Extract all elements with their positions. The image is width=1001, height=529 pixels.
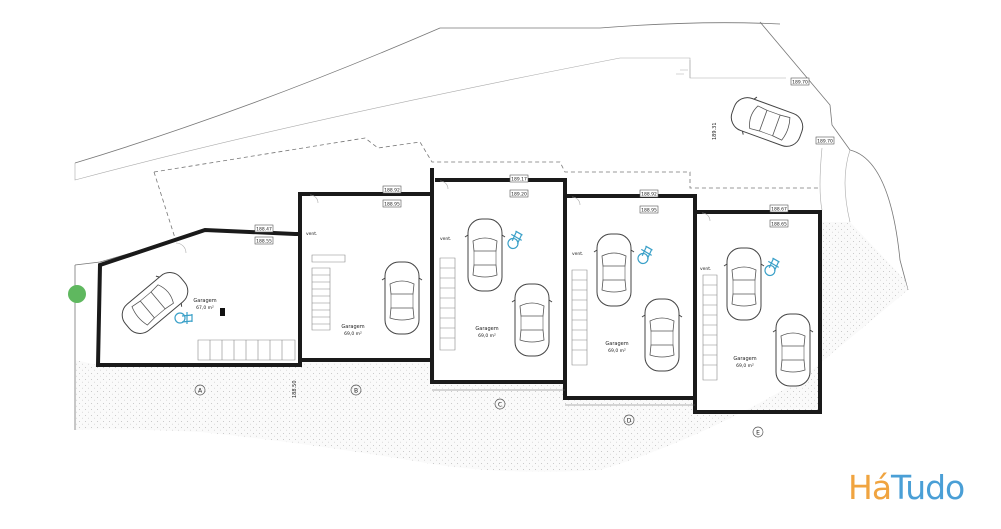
- level-e-bottom: 188.65: [771, 222, 787, 228]
- car-icon: [593, 233, 635, 307]
- room-area-b: 69,0 m²: [344, 331, 362, 337]
- car-icon: [381, 261, 423, 335]
- level-markers: 189.70 189.70 189.31 188.47 188.55 188.9…: [254, 77, 835, 399]
- level-vertical-1: 189.31: [712, 123, 718, 141]
- tree-icon: [68, 285, 86, 303]
- room-labels: Garagem 67,0 m² Garagem 69,0 m² Garagem …: [193, 298, 756, 369]
- dimension-lines: [432, 389, 695, 406]
- terrain-hatch: [75, 222, 908, 472]
- level-b-bottom: 188.95: [384, 202, 400, 208]
- wheelchair-icon: [634, 244, 655, 267]
- wheelchair-icon: [174, 311, 193, 325]
- logo-part-1: Há: [848, 468, 892, 507]
- room-name-a: Garagem: [193, 298, 216, 304]
- level-d-top: 188.92: [641, 192, 657, 198]
- wheelchair-icon: [761, 256, 782, 279]
- vent-label: vent.: [572, 251, 583, 257]
- room-name-b: Garagem: [341, 324, 364, 330]
- level-left-vertical: 188.50: [292, 381, 298, 399]
- unit-label-b: B: [354, 388, 358, 395]
- room-name-c: Garagem: [475, 326, 498, 332]
- vent-label: vent.: [440, 236, 451, 242]
- level-d-bottom: 188.95: [641, 208, 657, 214]
- level-e-top: 188.67: [771, 207, 787, 213]
- unit-label-d: D: [627, 418, 632, 425]
- level-c-bottom: 189.20: [511, 192, 527, 198]
- unit-label-e: E: [756, 430, 760, 437]
- level-a-top: 188.47: [256, 227, 272, 233]
- car-icon: [464, 218, 506, 292]
- room-name-d: Garagem: [605, 341, 628, 347]
- car-icon: [723, 247, 765, 321]
- logo-part-2: Tudo: [891, 468, 965, 507]
- vent-label: vent.: [306, 231, 317, 237]
- stairs: [197, 254, 718, 381]
- level-top-right-2: 189.70: [817, 139, 833, 145]
- level-b-top: 188.92: [384, 188, 400, 194]
- room-area-c: 69,0 m²: [478, 333, 496, 339]
- room-name-e: Garagem: [733, 356, 756, 362]
- unit-markers: A B C D E: [194, 384, 764, 438]
- car-icon: [641, 298, 683, 372]
- openings: [175, 180, 711, 254]
- car-icon: [511, 283, 553, 357]
- room-area-d: 69,0 m²: [608, 348, 626, 354]
- level-top-right-1: 189.70: [792, 80, 808, 86]
- car-parking: [114, 90, 814, 387]
- car-icon: [772, 313, 814, 387]
- car-icon: [114, 264, 196, 342]
- vent-label: vent.: [700, 266, 711, 272]
- room-area-a: 67,0 m²: [196, 305, 214, 311]
- unit-label-c: C: [498, 402, 502, 409]
- unit-label-a: A: [198, 388, 203, 395]
- level-c-top: 189.17: [511, 177, 527, 183]
- vent-labels: vent. vent. vent. vent.: [306, 231, 711, 272]
- room-area-e: 69,0 m²: [736, 363, 754, 369]
- hatudo-logo: HáTudo: [848, 468, 965, 507]
- wheelchair-icon: [504, 229, 525, 252]
- level-a-bottom: 188.55: [256, 239, 272, 245]
- car-icon: [725, 90, 809, 154]
